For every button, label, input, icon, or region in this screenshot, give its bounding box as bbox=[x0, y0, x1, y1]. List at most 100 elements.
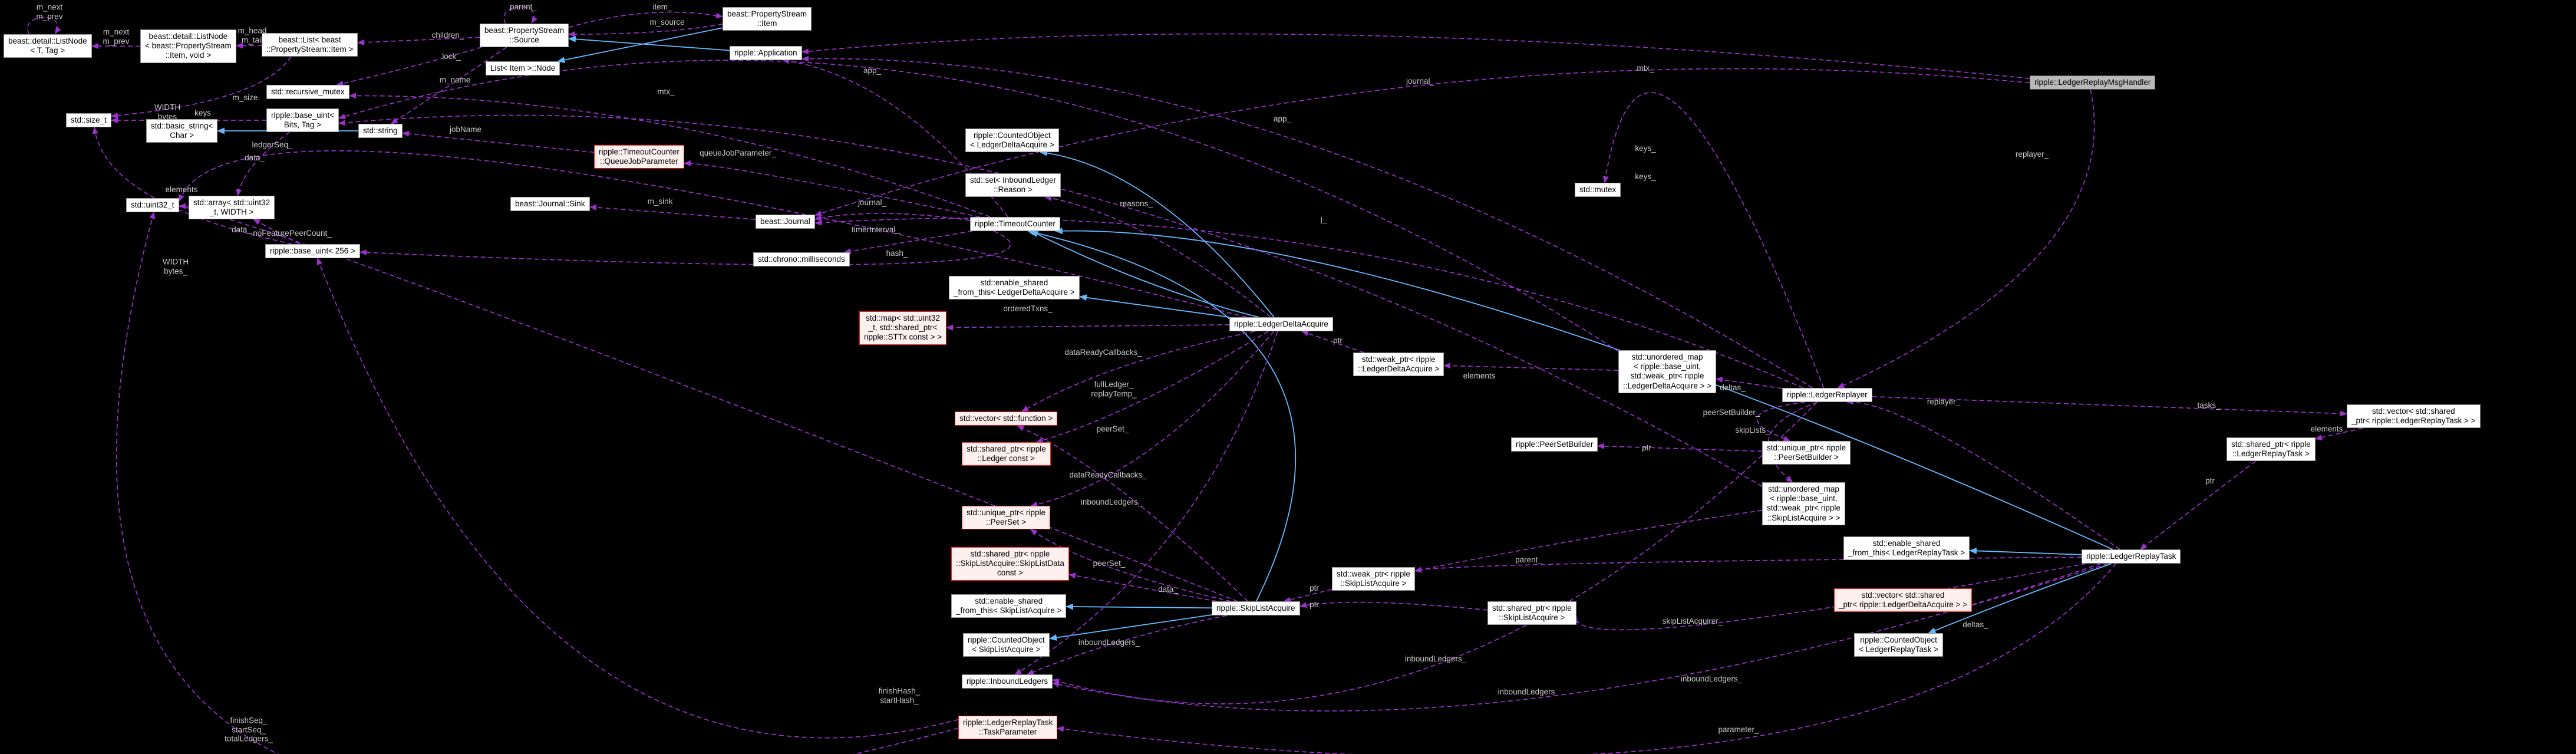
edge-label: deltas_ bbox=[1962, 620, 1988, 630]
node-inbound[interactable]: ripple::InboundLedgers bbox=[962, 674, 1053, 689]
node-wp_lda[interactable]: std::weak_ptr< ripple ::LedgerDeltaAcqui… bbox=[1353, 353, 1444, 377]
node-application[interactable]: ripple::Application bbox=[730, 46, 802, 61]
edge-label: ptr bbox=[1333, 336, 1343, 345]
edge-label: finishSeq_ startSeq_ totalLedgers_ bbox=[225, 716, 273, 743]
node-sink[interactable]: beast::Journal::Sink bbox=[510, 197, 590, 212]
node-esft_lrt[interactable]: std::enable_shared _from_this< LedgerRep… bbox=[1843, 536, 1970, 561]
node-replayer[interactable]: ripple::LedgerReplayer bbox=[1782, 388, 1872, 403]
edge-label: timerInterval_ bbox=[852, 225, 900, 235]
edge-label: lock_ bbox=[442, 52, 461, 61]
edge-label: inboundLedgers_ bbox=[1078, 638, 1140, 647]
edge-label: ptr bbox=[2205, 476, 2215, 486]
node-uint32[interactable]: std::uint32_t bbox=[126, 198, 179, 213]
node-timeout[interactable]: ripple::TimeoutCounter bbox=[970, 217, 1060, 232]
edge-label: j_ bbox=[1320, 215, 1327, 224]
edge-label: finishHash_ startHash_ bbox=[878, 686, 921, 704]
node-basic_string[interactable]: std::basic_string< Char > bbox=[146, 119, 218, 143]
edge-sla-to-timeout bbox=[1027, 229, 1297, 602]
node-listnode_t[interactable]: beast::detail::ListNode < T, Tag > bbox=[4, 34, 92, 58]
edge-label: data_ bbox=[245, 153, 265, 163]
node-sp_sla[interactable]: std::shared_ptr< ripple ::SkipListAcquir… bbox=[1487, 601, 1576, 625]
edge-label: keys bbox=[194, 108, 211, 118]
edge-label: replayer_ bbox=[1927, 397, 1961, 407]
node-vec_sp_lrt[interactable]: std::vector< std::shared _ptr< ripple::L… bbox=[2347, 404, 2481, 429]
node-queuejob[interactable]: ripple::TimeoutCounter ::QueueJobParamet… bbox=[594, 145, 684, 169]
edge-label: dataReadyCallbacks_ bbox=[1069, 470, 1147, 480]
edge-source-to-string bbox=[390, 47, 507, 124]
edge-label: mtx_ bbox=[657, 87, 675, 97]
node-counted_lrt[interactable]: ripple::CountedObject < LedgerReplayTask… bbox=[1854, 633, 1944, 657]
edge-source-to-recursive_mutex bbox=[336, 47, 482, 87]
node-wp_sla[interactable]: std::weak_ptr< ripple ::SkipListAcquire … bbox=[1332, 567, 1415, 591]
node-vec_func[interactable]: std::vector< std::function > bbox=[955, 411, 1058, 426]
edge-replayer-to-application bbox=[802, 55, 1813, 388]
edge-msg_handler-to-journal bbox=[814, 68, 2030, 216]
node-lrt[interactable]: ripple::LedgerReplayTask bbox=[2082, 549, 2181, 564]
node-sp_ledger[interactable]: std::shared_ptr< ripple ::Ledger const > bbox=[962, 442, 1051, 466]
edge-list_item-to-listnode_item bbox=[236, 42, 262, 49]
edge-label: parent_ bbox=[510, 2, 537, 12]
edge-task_param-to-uint32 bbox=[116, 212, 959, 754]
node-unordered_lda[interactable]: std::unordered_map < ripple::base_uint, … bbox=[1618, 350, 1717, 393]
edge-label: keys_ bbox=[1635, 172, 1656, 182]
node-sp_sld[interactable]: std::shared_ptr< ripple ::SkipListAcquir… bbox=[951, 547, 1069, 581]
edge-sla-to-esft_sla bbox=[1066, 603, 1212, 610]
node-listnode_item[interactable]: beast::detail::ListNode < beast::Propert… bbox=[140, 29, 236, 63]
edge-label: m_size bbox=[232, 93, 258, 103]
edge-timeout-to-base_uint_256 bbox=[359, 231, 1011, 265]
node-vec_sp_lda[interactable]: std::vector< std::shared _ptr< ripple::L… bbox=[1834, 588, 1973, 613]
edge-label: skipListAcquirer_ bbox=[1662, 617, 1723, 626]
node-size_t[interactable]: std::size_t bbox=[66, 113, 111, 128]
node-base_uint_256[interactable]: ripple::base_uint< 256 > bbox=[265, 244, 360, 259]
edge-source-to-source bbox=[503, 6, 538, 24]
edge-label: journal_ bbox=[1406, 77, 1435, 86]
node-map_sttx[interactable]: std::map< std::uint32 _t, std::shared_pt… bbox=[859, 311, 947, 345]
node-esft_lda[interactable]: std::enable_shared _from_this< LedgerDel… bbox=[949, 276, 1080, 300]
edge-lrt-to-task_param bbox=[1057, 563, 2116, 754]
edge-label: data_ bbox=[232, 225, 252, 235]
node-base_uint_bits[interactable]: ripple::base_uint< Bits, Tag > bbox=[266, 108, 339, 133]
node-psb[interactable]: ripple::PeerSetBuilder bbox=[1511, 437, 1598, 452]
node-up_peerset[interactable]: std::unique_ptr< ripple ::PeerSet > bbox=[962, 506, 1050, 530]
edge-label: orderedTxns_ bbox=[1003, 304, 1053, 314]
node-item[interactable]: beast::PropertyStream ::Item bbox=[723, 7, 812, 31]
edge-replayer-to-unordered_sla bbox=[1767, 401, 1818, 483]
node-mutex[interactable]: std::mutex bbox=[1575, 183, 1621, 197]
node-millis[interactable]: std::chrono::milliseconds bbox=[753, 252, 850, 267]
node-sla[interactable]: ripple::SkipListAcquire bbox=[1212, 601, 1300, 616]
edge-label: inboundLedgers_ bbox=[1080, 498, 1143, 507]
edge-base_uint_bits-to-array bbox=[236, 131, 291, 196]
edge-replayer-to-up_psb bbox=[1756, 401, 1806, 442]
node-array[interactable]: std::array< std::uint32 _t, WIDTH > bbox=[189, 196, 275, 220]
node-task_param[interactable]: ripple::LedgerReplayTask ::TaskParameter bbox=[958, 716, 1058, 740]
node-journal[interactable]: beast::Journal bbox=[756, 215, 815, 229]
edge-timeout-to-journal bbox=[814, 213, 971, 221]
node-up_psb[interactable]: std::unique_ptr< ripple ::PeerSetBuilder… bbox=[1762, 441, 1851, 465]
edge-sla-to-up_peerset bbox=[1030, 529, 1231, 602]
edge-application-to-source bbox=[568, 35, 730, 51]
edge-label: inboundLedgers bbox=[1498, 687, 1555, 697]
node-recursive_mutex[interactable]: std::recursive_mutex bbox=[266, 85, 349, 100]
node-sp_lrt[interactable]: std::shared_ptr< ripple ::LedgerReplayTa… bbox=[2227, 437, 2316, 462]
node-list_item[interactable]: beast::List< beast ::PropertyStream::Ite… bbox=[262, 33, 358, 57]
node-string[interactable]: std::string bbox=[358, 124, 403, 139]
node-counted_sla[interactable]: ripple::CountedObject < SkipListAcquire … bbox=[963, 633, 1050, 657]
node-unordered_sla[interactable]: std::unordered_map < ripple::base_uint, … bbox=[1762, 482, 1845, 525]
node-set_reason[interactable]: std::set< InboundLedger ::Reason > bbox=[965, 173, 1061, 197]
edge-label: m_head m_tail bbox=[238, 26, 267, 44]
edge-label: m_source bbox=[649, 18, 685, 27]
edge-label: m_next m_prev bbox=[103, 27, 130, 45]
node-esft_sla[interactable]: std::enable_shared _from_this< SkipListA… bbox=[951, 594, 1067, 618]
node-lda[interactable]: ripple::LedgerDeltaAcquire bbox=[1229, 317, 1333, 332]
node-source[interactable]: beast::PropertyStream ::Source bbox=[480, 24, 569, 48]
edge-label: elements bbox=[2310, 424, 2343, 434]
edge-listnode_t-to-listnode_t bbox=[27, 17, 61, 35]
node-counted_lda[interactable]: ripple::CountedObject < LedgerDeltaAcqui… bbox=[965, 129, 1059, 153]
edge-label: children_ bbox=[431, 31, 464, 40]
edge-sla-to-inbound bbox=[1027, 615, 1228, 675]
node-msg_handler[interactable]: ripple::LedgerReplayMsgHandler bbox=[2030, 75, 2156, 90]
node-node_list[interactable]: List< Item >::Node bbox=[486, 61, 560, 76]
edge-label: WIDTH bytes bbox=[154, 103, 181, 121]
edge-label: peerSet_ bbox=[1093, 559, 1126, 568]
